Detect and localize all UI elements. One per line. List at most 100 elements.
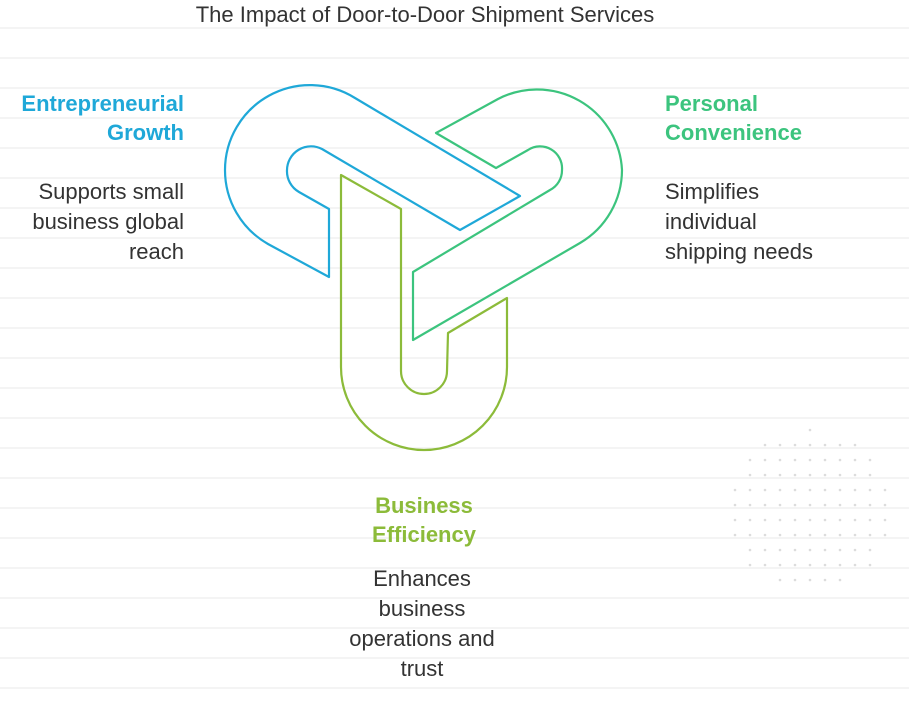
decor-dot <box>853 503 857 507</box>
decor-dot <box>763 443 767 447</box>
decor-dot <box>823 503 827 507</box>
decor-dot <box>823 518 827 522</box>
decor-dot <box>838 473 842 477</box>
decor-dot <box>808 563 812 567</box>
decor-dot <box>838 443 842 447</box>
decor-dot <box>778 488 782 492</box>
desc-line: business global <box>32 209 184 234</box>
decor-dot <box>748 458 752 462</box>
decor-dot <box>793 578 797 582</box>
decor-dot <box>763 563 767 567</box>
decor-dot <box>853 443 857 447</box>
decor-dot <box>778 518 782 522</box>
decor-dot <box>778 473 782 477</box>
decor-dot <box>778 503 782 507</box>
decor-dot <box>823 458 827 462</box>
decor-dot <box>748 518 752 522</box>
decor-dot <box>823 578 827 582</box>
decor-dot <box>838 458 842 462</box>
diagram-title: The Impact of Door-to-Door Shipment Serv… <box>195 2 655 27</box>
decor-dot <box>853 473 857 477</box>
decor-dot <box>883 503 887 507</box>
personal-description: Simplifies individual shipping needs <box>665 177 813 267</box>
decor-dot <box>793 443 797 447</box>
heading-line: Growth <box>107 120 184 145</box>
decor-dot <box>808 578 812 582</box>
decor-dot <box>808 458 812 462</box>
decor-dot <box>823 533 827 537</box>
desc-line: reach <box>128 239 184 264</box>
heading-line: Efficiency <box>372 522 476 547</box>
desc-line: Enhances <box>373 566 471 591</box>
decor-dot <box>793 518 797 522</box>
decor-dot <box>808 473 812 477</box>
decor-dot <box>853 533 857 537</box>
decor-dot <box>793 473 797 477</box>
personal-link <box>411 88 624 342</box>
decor-dot <box>793 488 797 492</box>
decor-dot <box>868 488 872 492</box>
entrepreneurial-description: Supports small business global reach <box>32 177 184 267</box>
decor-dot <box>883 488 887 492</box>
decor-dot <box>868 518 872 522</box>
decor-dot <box>808 548 812 552</box>
decor-dot <box>838 548 842 552</box>
desc-line: operations and <box>349 626 495 651</box>
decor-dot <box>808 488 812 492</box>
desc-line: trust <box>400 656 444 681</box>
decor-dot <box>763 533 767 537</box>
desc-line: Supports small <box>38 179 184 204</box>
business-link <box>339 173 509 452</box>
decor-dot <box>793 563 797 567</box>
decor-dot <box>823 488 827 492</box>
decor-dot <box>823 548 827 552</box>
business-description: Enhances business operations and trust <box>322 564 522 684</box>
heading-line: Entrepreneurial <box>21 91 184 116</box>
decor-dot <box>763 503 767 507</box>
decor-dot <box>763 488 767 492</box>
decor-dot <box>838 488 842 492</box>
decor-dot <box>883 518 887 522</box>
decor-dot <box>838 563 842 567</box>
decor-dot <box>748 533 752 537</box>
decor-dot <box>778 578 782 582</box>
decor-dot <box>733 503 737 507</box>
decor-dot <box>868 458 872 462</box>
decor-dot <box>733 533 737 537</box>
decor-dot <box>853 563 857 567</box>
decor-dot <box>778 563 782 567</box>
decor-dot <box>838 533 842 537</box>
decor-dot <box>823 473 827 477</box>
business-heading: Business Efficiency <box>324 491 524 549</box>
personal-heading: Personal Convenience <box>665 89 802 147</box>
desc-line: Simplifies <box>665 179 760 204</box>
decor-dot <box>823 443 827 447</box>
decor-dot <box>868 533 872 537</box>
decor-dot <box>778 443 782 447</box>
decor-dot <box>808 428 812 432</box>
decor-dot <box>868 563 872 567</box>
entrepreneurial-link <box>223 84 522 279</box>
decor-dot <box>793 548 797 552</box>
heading-line: Convenience <box>665 120 802 145</box>
decor-dot <box>763 458 767 462</box>
desc-line: shipping needs <box>665 239 814 264</box>
decor-dot <box>778 533 782 537</box>
decor-dot <box>823 563 827 567</box>
decor-dot <box>808 518 812 522</box>
decor-dot <box>808 533 812 537</box>
decor-dot <box>853 518 857 522</box>
decor-dot <box>853 488 857 492</box>
decor-dot <box>778 458 782 462</box>
decor-dot <box>868 473 872 477</box>
decor-dot <box>793 533 797 537</box>
decor-dot <box>853 458 857 462</box>
entrepreneurial-heading: Entrepreneurial Growth <box>21 89 184 147</box>
decor-dot <box>793 458 797 462</box>
decor-dot <box>748 473 752 477</box>
heading-line: Business <box>375 493 473 518</box>
decor-dot <box>778 548 782 552</box>
decor-dot <box>748 563 752 567</box>
